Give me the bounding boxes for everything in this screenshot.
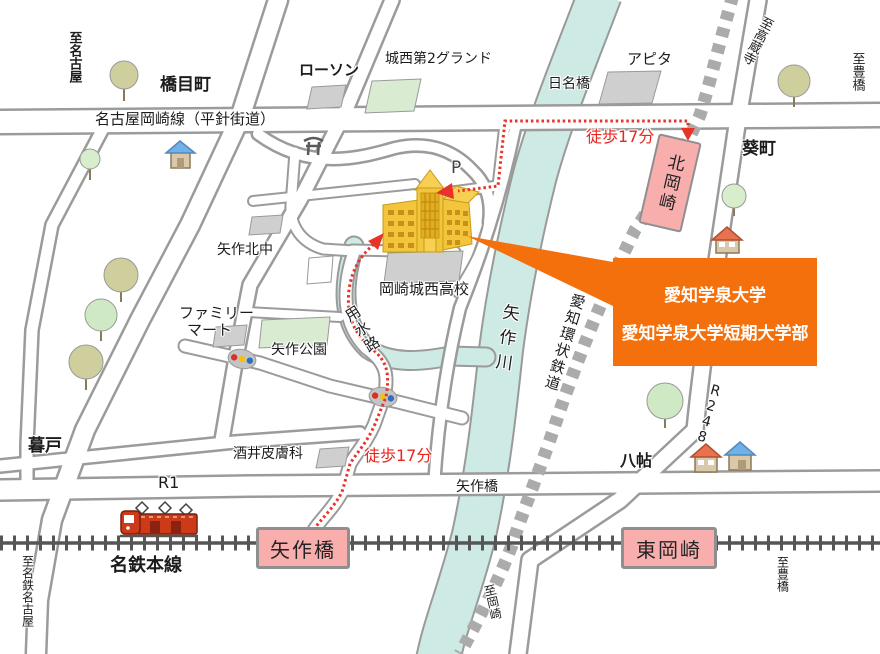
route-arrow-to-building-south <box>368 233 384 250</box>
station-higashi-okazaki: 東岡崎 <box>621 527 717 569</box>
familymart-building <box>212 324 248 348</box>
label-hatcho: 八帖 <box>620 451 653 470</box>
tree-icon <box>68 60 811 428</box>
family-mart-line1: ファミリー <box>179 304 255 322</box>
route-arrow-to-building-north <box>436 183 454 199</box>
walk-time-north: 徒歩17分 <box>586 127 655 146</box>
traffic-light-icon <box>227 348 398 408</box>
josai-ground-area <box>364 78 422 114</box>
label-okazaki-josai-high-school: 岡崎城西高校 <box>379 280 470 298</box>
family-mart-line2: マート <box>187 320 233 339</box>
station-yahagibashi: 矢作橋 <box>256 527 350 569</box>
label-josai-ground: 城西第2グランド <box>385 51 492 67</box>
label-yahagi-park: 矢作公園 <box>271 342 327 358</box>
label-meitetsu-main-line: 名鉄本線 <box>110 555 182 576</box>
label-nagoya-okazaki-line: 名古屋岡崎線（平針街道） <box>95 110 276 128</box>
junior-college-name: 愛知学泉大学短期大学部 <box>621 323 809 344</box>
university-building <box>382 169 480 253</box>
label-yahagi-kita-junior-high: 矢作北中 <box>217 242 273 258</box>
university-name: 愛知学泉大学 <box>664 285 766 306</box>
yahagi-park-area <box>258 316 331 349</box>
walking-route <box>313 119 695 529</box>
label-lawson: ローソン <box>299 61 360 79</box>
label-yahagi-bridge: 矢作橋 <box>456 479 498 495</box>
train-icon <box>120 500 198 538</box>
route-arrow-at-station <box>681 128 695 141</box>
label-aoi-town: 葵町 <box>742 139 776 159</box>
label-route1: R1 <box>158 473 180 492</box>
shrine-gate-icon <box>303 136 324 156</box>
direction-to-toyohashi-top: 至豊橋 <box>849 52 865 91</box>
white-building <box>306 255 334 285</box>
clinic-building <box>315 446 350 469</box>
direction-to-meitetsu-nagoya: 至名鉄名古屋 <box>20 555 35 627</box>
walking-route-north <box>457 119 690 193</box>
direction-to-toyohashi-bottom: 至豊橋 <box>775 556 790 592</box>
house-icon <box>163 140 758 473</box>
university-callout: 愛知学泉大学 愛知学泉大学短期大学部 <box>613 258 817 366</box>
junior-high-building <box>248 214 284 236</box>
lawson-building <box>306 84 347 110</box>
label-hina-bridge: 日名橋 <box>548 76 590 92</box>
aichi-loop-railway <box>454 0 739 654</box>
label-apita: アピタ <box>627 50 673 68</box>
label-hashime-town: 橋目町 <box>160 75 211 95</box>
label-parking: P <box>451 158 462 178</box>
label-kureto: 暮戸 <box>28 436 62 456</box>
apita-building <box>598 70 662 105</box>
walk-time-south: 徒歩17分 <box>364 446 433 465</box>
label-sakai-dermatology: 酒井皮膚科 <box>233 446 303 462</box>
callout-pointer <box>467 236 613 306</box>
highschool-building <box>383 250 464 284</box>
direction-to-nagoya: 至名古屋 <box>66 31 82 83</box>
label-family-mart: ファミリー マート <box>179 305 254 339</box>
